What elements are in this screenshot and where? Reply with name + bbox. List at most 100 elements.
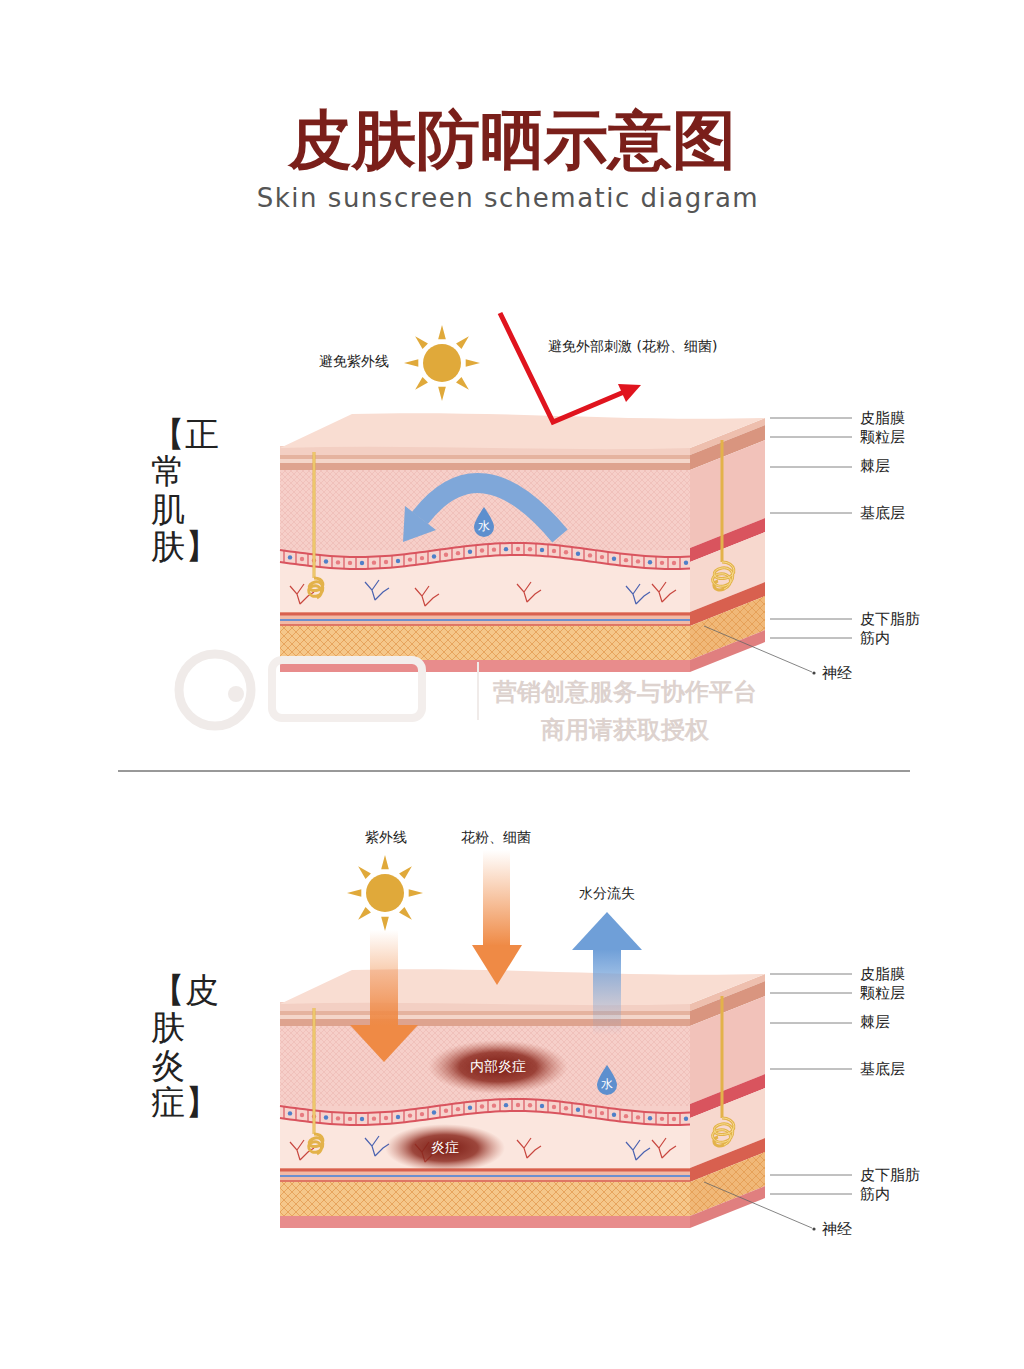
sun-ray bbox=[381, 917, 389, 931]
basal-cell-wall bbox=[319, 1111, 320, 1123]
leader-line bbox=[770, 437, 852, 438]
node-text: 炎症 bbox=[431, 1139, 459, 1157]
blood-vessel bbox=[626, 584, 650, 604]
basal-cell-nucleus bbox=[384, 1116, 388, 1120]
basal-edge bbox=[280, 1099, 690, 1113]
basal-cell-wall bbox=[631, 1111, 632, 1123]
skin-block bbox=[280, 413, 852, 674]
basal-cell-wall bbox=[391, 1111, 392, 1123]
basal-cell-wall bbox=[487, 544, 488, 556]
basal-cell-nucleus bbox=[408, 557, 412, 561]
basal-cell-wall bbox=[523, 1099, 524, 1111]
sweat-gland bbox=[309, 1134, 323, 1154]
basal-cell-nucleus bbox=[432, 1110, 436, 1114]
leader-line bbox=[770, 974, 852, 975]
node-text: 水 bbox=[478, 509, 490, 535]
basal-cell-nucleus bbox=[324, 559, 328, 563]
spinous-layer bbox=[280, 470, 690, 612]
basal-cell-nucleus bbox=[288, 1111, 292, 1115]
basal-cell-wall bbox=[391, 555, 392, 567]
basal-cell-wall bbox=[415, 1109, 416, 1121]
layer-label: 神经 bbox=[822, 1220, 852, 1239]
vein-line bbox=[280, 619, 690, 621]
layer-label: 皮脂膜 bbox=[860, 409, 905, 428]
basal-cell-wall bbox=[367, 557, 368, 569]
note: 花粉、细菌 bbox=[461, 829, 531, 847]
blood-vessel bbox=[626, 1140, 650, 1160]
sun-disc bbox=[366, 874, 404, 912]
basal-cell-nucleus bbox=[348, 1117, 352, 1121]
sweat-gland bbox=[713, 1118, 734, 1146]
blood-vessel bbox=[652, 1138, 676, 1158]
layer-label: 皮脂膜 bbox=[860, 965, 905, 984]
basal-cell-wall bbox=[667, 1113, 668, 1125]
sun-ray bbox=[415, 336, 428, 349]
note: 避免紫外线 bbox=[319, 353, 389, 371]
hair-follicle bbox=[313, 1008, 316, 1134]
basal-cell-nucleus bbox=[552, 1105, 556, 1109]
basal-cell-nucleus bbox=[672, 1117, 676, 1121]
basal-cell-nucleus bbox=[588, 1109, 592, 1113]
drop-shape bbox=[597, 1065, 617, 1095]
basal-cell-nucleus bbox=[672, 561, 676, 565]
blood-vessel bbox=[652, 582, 676, 602]
divider bbox=[118, 771, 910, 772]
pollen-arrow bbox=[483, 850, 510, 946]
sun-ray bbox=[399, 907, 412, 920]
granular-layer bbox=[280, 459, 690, 463]
basal-cell-nucleus bbox=[504, 1103, 508, 1107]
basal-cell-wall bbox=[535, 1100, 536, 1112]
basal-cell-wall bbox=[655, 557, 656, 569]
fat-layer bbox=[280, 626, 690, 660]
basal-cell-wall bbox=[403, 554, 404, 566]
watermark-bar bbox=[477, 662, 479, 720]
arrow-head bbox=[472, 945, 522, 985]
leader-line bbox=[770, 467, 852, 468]
basal-cell-nucleus bbox=[660, 1117, 664, 1121]
basal-cell-nucleus bbox=[648, 1116, 652, 1120]
sun-ray bbox=[466, 359, 480, 367]
layer-label: 筋内 bbox=[860, 1185, 890, 1204]
basal-cell-wall bbox=[343, 1113, 344, 1125]
basal-cell-nucleus bbox=[336, 1116, 340, 1120]
water-drop: 水 bbox=[594, 1064, 620, 1096]
basal-edge bbox=[280, 543, 690, 557]
basal-cell-nucleus bbox=[480, 548, 484, 552]
basal-cell-wall bbox=[295, 1108, 296, 1120]
basal-cell-nucleus bbox=[612, 1113, 616, 1117]
sun-ray bbox=[409, 889, 423, 897]
skin-surface bbox=[280, 413, 765, 449]
water-drop: 水 bbox=[471, 506, 497, 538]
inflammation-zone: 炎症 bbox=[385, 1124, 505, 1172]
basal-cell-wall bbox=[547, 544, 548, 556]
fat-hatch bbox=[280, 1182, 690, 1216]
basal-cell-wall bbox=[451, 1104, 452, 1116]
basal-cell-nucleus bbox=[600, 555, 604, 559]
basal-cell-nucleus bbox=[624, 558, 628, 562]
basal-cell-wall bbox=[655, 1113, 656, 1125]
granular-layer bbox=[280, 463, 690, 470]
fat-hatch bbox=[280, 626, 690, 660]
basal-cell-wall bbox=[463, 1102, 464, 1114]
basal-cell-wall bbox=[487, 1100, 488, 1112]
basal-cell-wall bbox=[403, 1110, 404, 1122]
hair-follicle bbox=[314, 452, 315, 578]
basal-cell-wall bbox=[643, 1112, 644, 1124]
arrow-head bbox=[350, 1025, 418, 1062]
watermark-logo bbox=[179, 654, 251, 726]
basal-cell-wall bbox=[427, 1107, 428, 1119]
hair-follicle bbox=[314, 1008, 315, 1134]
gland-duct bbox=[721, 440, 724, 562]
basal-cell-wall bbox=[511, 543, 512, 555]
blood-vessel bbox=[365, 580, 389, 600]
leader-line bbox=[770, 1194, 852, 1195]
basal-cell-nucleus bbox=[684, 1117, 688, 1121]
subcutaneous-band bbox=[280, 612, 690, 626]
node-text: 内部炎症 bbox=[470, 1058, 526, 1076]
sun-icon bbox=[347, 855, 423, 931]
basal-cell-nucleus bbox=[324, 1115, 328, 1119]
basal-cell-nucleus bbox=[648, 560, 652, 564]
basal-cell-wall bbox=[583, 549, 584, 561]
basal-edge bbox=[280, 555, 690, 569]
